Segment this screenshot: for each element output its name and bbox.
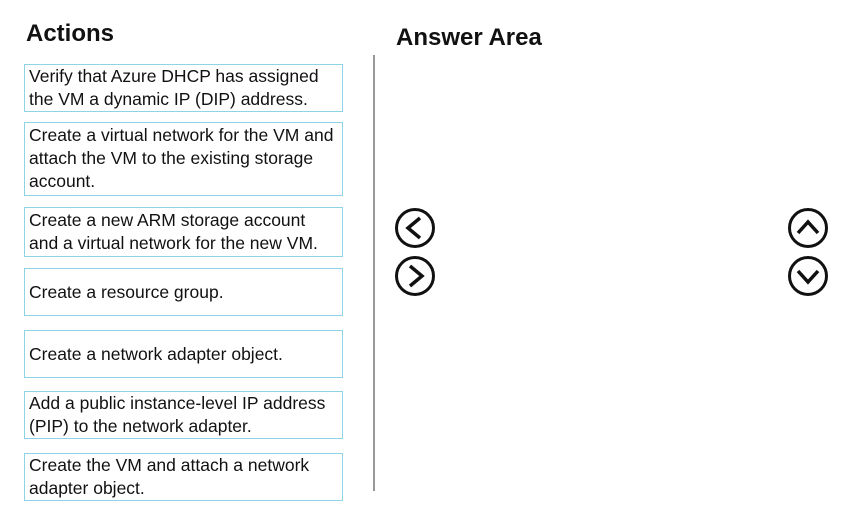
- move-up-icon[interactable]: [787, 207, 829, 249]
- action-item[interactable]: Create a virtual network for the VM and …: [24, 122, 343, 196]
- action-item[interactable]: Create a new ARM storage account and a v…: [24, 207, 343, 257]
- answer-area-dropzone[interactable]: [380, 60, 830, 500]
- action-item[interactable]: Verify that Azure DHCP has assigned the …: [24, 64, 343, 112]
- move-right-icon[interactable]: [394, 255, 436, 297]
- move-down-icon[interactable]: [787, 255, 829, 297]
- action-item[interactable]: Create a network adapter object.: [24, 330, 343, 378]
- action-item[interactable]: Create a resource group.: [24, 268, 343, 316]
- divider: [373, 55, 375, 491]
- actions-heading: Actions: [26, 20, 115, 47]
- answer-area-heading: Answer Area: [396, 24, 542, 51]
- move-left-icon[interactable]: [394, 207, 436, 249]
- action-item[interactable]: Create the VM and attach a network adapt…: [24, 453, 343, 501]
- action-item[interactable]: Add a public instance-level IP address (…: [24, 391, 343, 439]
